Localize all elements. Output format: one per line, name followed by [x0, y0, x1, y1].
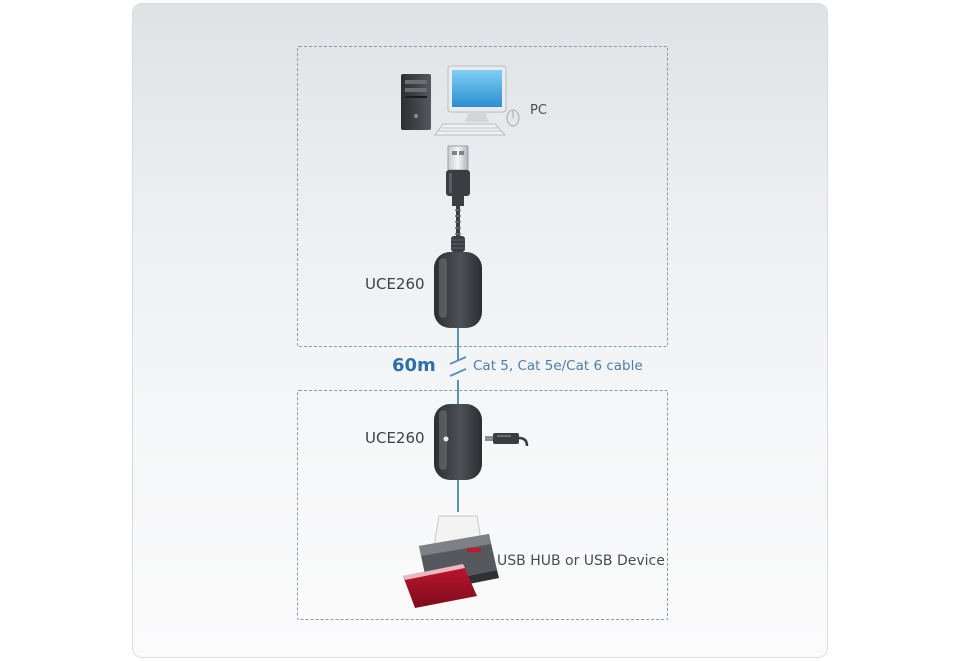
desktop-computer-icon [401, 65, 520, 136]
remote-side-zone [297, 390, 668, 620]
pc-label: PC [530, 103, 547, 118]
remote-device-label: USB HUB or USB Device [497, 553, 665, 569]
printer-icon [403, 515, 499, 608]
diagram-artwork [401, 65, 529, 608]
diagram-card: PC UCE260 60m Cat 5, Cat 5e/Cat 6 cable … [132, 3, 828, 658]
local-extender-label: UCE260 [365, 275, 425, 293]
usb-extender-dongle-icon [434, 252, 482, 328]
usb-a-plug-icon [446, 145, 470, 252]
power-adapter-plug-icon [485, 433, 529, 447]
distance-label: 60m [392, 355, 436, 376]
local-side-zone [297, 46, 668, 347]
remote-extender-label: UCE260 [365, 429, 425, 447]
cable-break-icon [449, 356, 467, 377]
cable-type-label: Cat 5, Cat 5e/Cat 6 cable [473, 358, 643, 374]
usb-extender-dongle-icon [434, 404, 482, 480]
